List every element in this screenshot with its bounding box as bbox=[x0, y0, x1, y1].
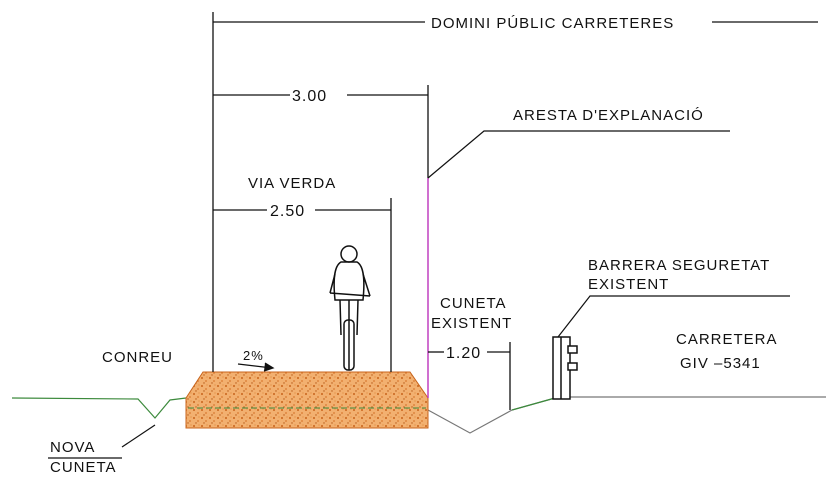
reference-lines bbox=[212, 12, 511, 410]
nova-cuneta-label-line2: CUNETA bbox=[50, 459, 117, 476]
via-verda-label: VIA VERDA bbox=[248, 175, 336, 192]
aresta-label: ARESTA D'EXPLANACIÓ bbox=[513, 107, 704, 124]
slope-arrow bbox=[237, 362, 275, 372]
dimension-ditch-width: 1.20 bbox=[446, 345, 481, 362]
barrera-label-line1: BARRERA SEGURETAT bbox=[588, 257, 770, 274]
cuneta-existent-label-line1: CUNETA bbox=[440, 295, 507, 312]
dimension-lines bbox=[213, 21, 818, 353]
carretera-label-line2: GIV –5341 bbox=[680, 355, 761, 372]
nova-cuneta-leader bbox=[121, 424, 156, 448]
dimension-total-width: 3.00 bbox=[292, 88, 327, 105]
slope-label: 2% bbox=[243, 348, 264, 363]
cyclist-figure bbox=[329, 245, 371, 371]
leader-lines bbox=[427, 130, 790, 338]
ground-left bbox=[11, 397, 187, 419]
domini-public-label: DOMINI PÚBLIC CARRETERES bbox=[431, 15, 674, 32]
nova-cuneta-label-line1: NOVA bbox=[50, 439, 95, 456]
barrera-label-line2: EXISTENT bbox=[588, 276, 669, 293]
dimension-path-width: 2.50 bbox=[270, 203, 305, 220]
aresta-leader bbox=[427, 130, 730, 179]
safety-barrier-icon bbox=[552, 336, 578, 400]
ground-profile bbox=[11, 396, 826, 448]
embankment bbox=[185, 371, 429, 429]
ground-right-green bbox=[511, 397, 556, 411]
conreu-label: CONREU bbox=[102, 349, 173, 366]
carretera-label-line1: CARRETERA bbox=[676, 331, 778, 348]
cuneta-existent-label-line2: EXISTENT bbox=[431, 315, 512, 332]
barrera-leader bbox=[557, 295, 790, 338]
